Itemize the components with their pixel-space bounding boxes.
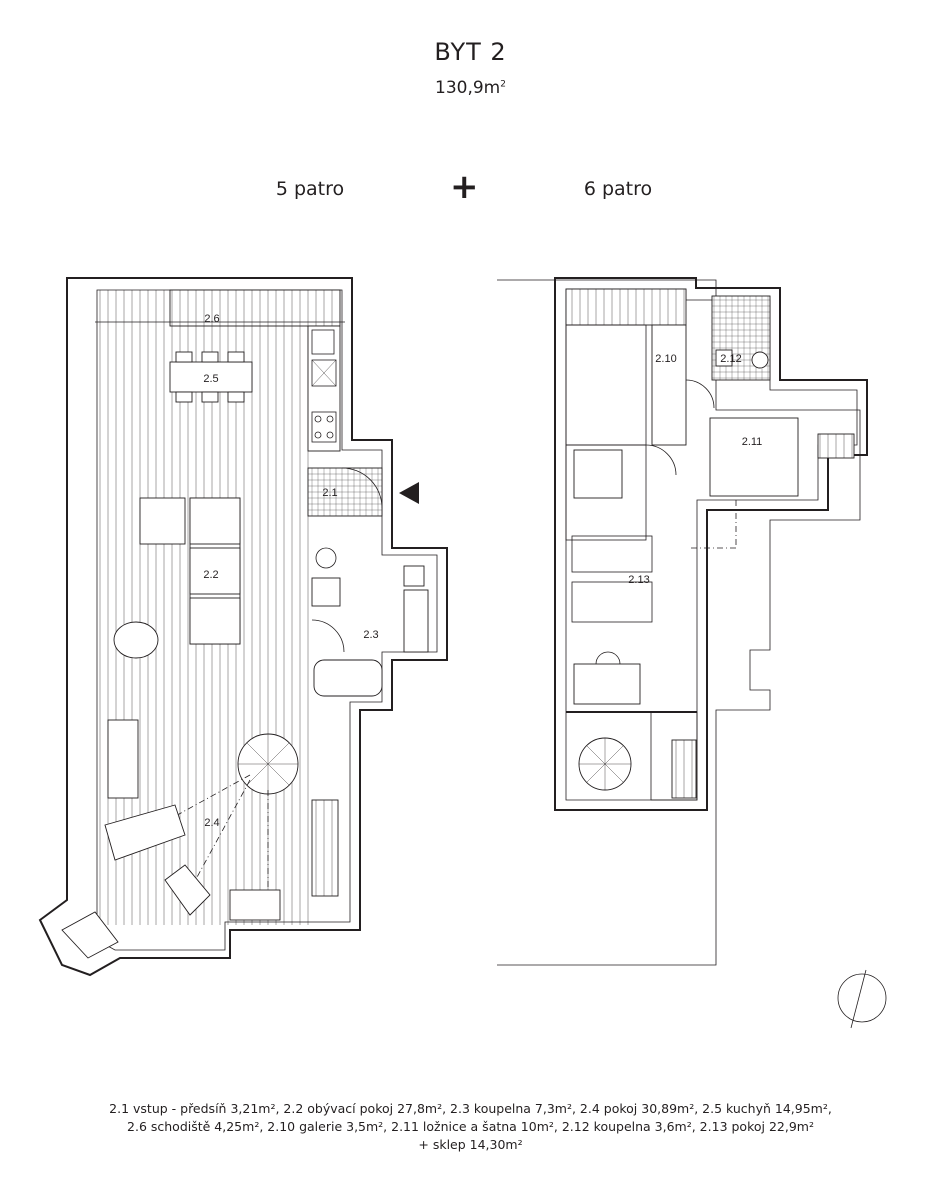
dining-table: [169, 361, 253, 393]
small-bed: [229, 889, 281, 921]
kitchen-counter: [307, 325, 341, 452]
area-value: 130,9m: [435, 78, 501, 98]
room-label-2-2: 2.2: [203, 569, 218, 581]
legend-line-1: 2.1 vstup - předsíň 3,21m², 2.2 obývací …: [109, 1101, 832, 1116]
floor-6-outer-wall: [554, 277, 868, 811]
round-table-6: [578, 737, 632, 791]
floor-5-outer-wall: [38, 277, 448, 977]
roof-outline: [497, 279, 861, 966]
floor-6-label: 6 patro: [583, 178, 653, 200]
bathtub: [313, 659, 383, 697]
room-label-2-4: 2.4: [204, 817, 219, 829]
legend: 2.1 vstup - předsíň 3,21m², 2.2 obývací …: [20, 1100, 921, 1154]
room-label-2-10: 2.10: [655, 353, 676, 365]
washer: [311, 577, 341, 607]
toilet-6: [751, 351, 769, 369]
bed-2-13: [573, 449, 623, 499]
room-label-2-3: 2.3: [363, 629, 378, 641]
floor-5-label: 5 patro: [275, 178, 345, 200]
legend-line-3: + sklep 14,30m²: [418, 1137, 523, 1152]
bench: [107, 719, 139, 799]
oven-icon: [311, 359, 337, 387]
cooktop-icon: [311, 411, 337, 443]
apartment-area: 130,9m2: [0, 78, 941, 98]
room-label-2-12: 2.12: [720, 353, 741, 365]
room-label-2-6: 2.6: [204, 313, 219, 325]
page-title: BYT 2: [434, 38, 507, 66]
lounge-chairs: [61, 804, 211, 959]
desk-2-13: [573, 663, 641, 705]
plus-sign: +: [450, 167, 479, 207]
armchair: [113, 621, 159, 659]
sofa: [139, 497, 241, 645]
legend-line-2: 2.6 schodiště 4,25m², 2.10 galerie 3,5m²…: [127, 1119, 814, 1134]
room-label-2-13: 2.13: [628, 574, 649, 586]
entrance-arrow-icon: [399, 482, 419, 504]
room-label-2-1: 2.1: [322, 487, 337, 499]
floor-5-plan: 2.6 2.5 2.1 2.2 2.3 2.4: [38, 277, 448, 977]
toilet: [403, 565, 425, 587]
room-label-2-5: 2.5: [203, 373, 218, 385]
room-label-2-11: 2.11: [742, 436, 763, 448]
area-unit-sup: 2: [500, 79, 506, 90]
gallery-2-10: [651, 324, 687, 446]
vanity: [403, 589, 429, 653]
sink-icon: [311, 329, 335, 355]
floor-6-plan: 2.10 2.12 2.11 2.13: [497, 277, 868, 966]
bed-2-11: [709, 417, 799, 497]
round-table: [237, 733, 299, 795]
north-arrow-icon: [837, 969, 887, 1029]
